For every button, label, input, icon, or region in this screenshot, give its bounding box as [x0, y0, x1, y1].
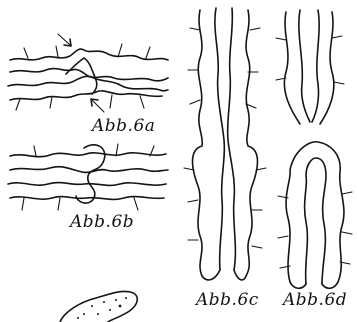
- 6a-lower-line-2: [10, 91, 162, 100]
- 6d-arch-inner: [305, 158, 326, 284]
- 6a-upper-line-1: [10, 49, 168, 60]
- stippled-shape: [60, 291, 137, 322]
- 6c-bottom-tips: [202, 270, 246, 280]
- 6a-crossing-strand: [66, 58, 97, 94]
- drawing-6b: [8, 144, 168, 210]
- 6b-line-1: [10, 153, 166, 157]
- 6d-arch-outer: [286, 142, 344, 282]
- drawing-6a: [8, 34, 168, 112]
- 6d-upper-outer-left: [284, 12, 300, 124]
- stippled-outline: [60, 291, 137, 322]
- caption-abb-6a: Abb.6a: [92, 116, 155, 136]
- 6d-arch-tips: [290, 282, 338, 288]
- caption-abb-6c: Abb.6c: [196, 290, 259, 310]
- 6c-outer-right: [246, 10, 258, 276]
- 6b-line-4: [10, 197, 164, 200]
- 6d-upper-inner-right: [312, 10, 319, 122]
- drawing-6d: [276, 10, 352, 288]
- 6a-arrow-top: [58, 34, 70, 45]
- 6b-line-2: [10, 167, 168, 173]
- caption-abb-6d: Abb.6d: [283, 290, 347, 310]
- caption-abb-6b: Abb.6b: [70, 212, 134, 232]
- drawing-6c: [184, 8, 266, 280]
- 6c-outer-left: [193, 10, 203, 276]
- 6d-upper-outer-right: [320, 12, 334, 124]
- 6d-upper-inner-left: [299, 10, 310, 122]
- 6a-arrow-bottom: [92, 100, 104, 112]
- 6c-ticks: [184, 28, 266, 248]
- 6a-upper-line-2: [10, 69, 168, 81]
- 6c-inner-left: [215, 8, 225, 270]
- 6b-line-3: [8, 183, 166, 186]
- 6c-inner-right: [228, 8, 236, 270]
